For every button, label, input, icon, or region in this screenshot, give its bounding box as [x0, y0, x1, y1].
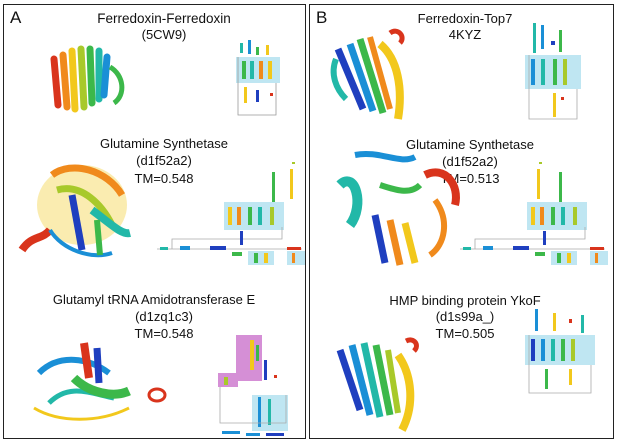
panel-label: B	[316, 8, 328, 27]
structure-id: (d1s99a_)	[435, 309, 495, 324]
topology-diagram	[218, 335, 288, 436]
structure-id: (d1zq1c3)	[135, 309, 193, 324]
structure-title: Glutamyl tRNA Amidotransferase E	[52, 292, 256, 307]
tm-score: TM=0.505	[435, 326, 495, 341]
structure-title: Ferredoxin-Ferredoxin	[97, 11, 231, 26]
structure-title: Ferredoxin-Top7	[417, 11, 513, 26]
structure-title: Glutamine Synthetase	[406, 137, 534, 152]
structure-id: 4KYZ	[448, 27, 482, 42]
protein-ribbon	[50, 45, 125, 113]
panel-b: B Ferredoxin-Top7 4KYZ Glutamine Synthet…	[309, 4, 614, 439]
protein-ribbon	[18, 164, 131, 258]
structure-title: HMP binding protein YkoF	[389, 293, 541, 308]
protein-ribbon	[33, 342, 167, 421]
panel-label: A	[10, 8, 22, 27]
panel-a: A Ferredoxin-Ferredoxin (5CW9) Glutamine…	[3, 4, 306, 439]
structure-id: (5CW9)	[141, 27, 187, 42]
tm-score: TM=0.548	[134, 326, 194, 341]
topology-diagram	[157, 162, 305, 265]
protein-ribbon	[336, 151, 460, 266]
structure-title: Glutamine Synthetase	[100, 136, 228, 151]
structure-id: (d1f52a2)	[442, 154, 498, 169]
tm-score: TM=0.548	[134, 171, 194, 186]
structure-id: (d1f52a2)	[136, 153, 192, 168]
topology-diagram	[525, 23, 581, 120]
protein-ribbon	[330, 28, 405, 120]
topology-diagram	[460, 162, 608, 265]
topology-diagram	[236, 40, 280, 116]
topology-diagram	[525, 309, 595, 394]
protein-ribbon	[336, 337, 419, 432]
